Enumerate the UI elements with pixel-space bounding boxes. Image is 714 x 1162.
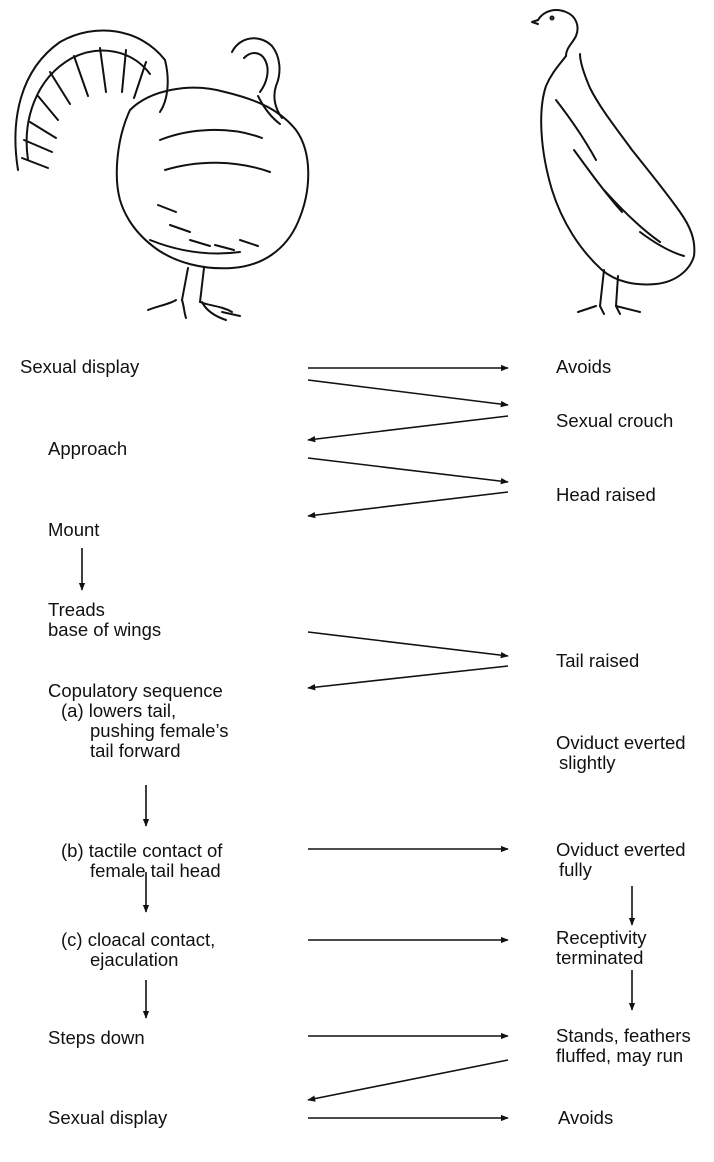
female-stands-line2: fluffed, may run — [556, 1045, 683, 1066]
male-mount: Mount — [48, 519, 99, 540]
female-avoids: Avoids — [556, 356, 611, 377]
male-sexual-display-end: Sexual display — [48, 1107, 167, 1128]
male-steps-down: Steps down — [48, 1027, 145, 1048]
arrow-head-to-mount — [308, 492, 508, 516]
male-step-b-line2: female tail head — [90, 860, 221, 881]
male-step-a-line3: tail forward — [90, 740, 180, 761]
female-receptivity-line1: Receptivity — [556, 927, 646, 948]
male-sexual-display: Sexual display — [20, 356, 139, 377]
male-copulatory-sequence: Copulatory sequence — [48, 680, 223, 701]
female-oviduct-slightly-line2: slightly — [559, 752, 616, 773]
arrow-crouch-to-approach — [308, 416, 508, 440]
male-step-b-line1: (b) tactile contact of — [61, 840, 222, 861]
male-treads-line2: base of wings — [48, 619, 161, 640]
female-receptivity-line2: terminated — [556, 947, 643, 968]
female-oviduct-fully-line1: Oviduct everted — [556, 839, 686, 860]
female-tail-raised: Tail raised — [556, 650, 639, 671]
male-step-a-line1: (a) lowers tail, — [61, 700, 176, 721]
male-step-c-line2: ejaculation — [90, 949, 178, 970]
male-step-c-line1: (c) cloacal contact, — [61, 929, 215, 950]
female-avoids-end: Avoids — [558, 1107, 613, 1128]
male-treads-line1: Treads — [48, 599, 105, 620]
female-sexual-crouch: Sexual crouch — [556, 410, 673, 431]
arrow-stands-to-display — [308, 1060, 508, 1100]
arrow-display-to-crouch — [308, 380, 508, 405]
arrow-approach-to-head — [308, 458, 508, 482]
female-oviduct-slightly-line1: Oviduct everted — [556, 732, 686, 753]
arrow-treads-to-tail — [308, 632, 508, 656]
male-step-a-line2: pushing female’s — [90, 720, 229, 741]
female-stands-line1: Stands, feathers — [556, 1025, 691, 1046]
male-approach: Approach — [48, 438, 127, 459]
female-head-raised: Head raised — [556, 484, 656, 505]
arrow-tail-to-copulatory — [308, 666, 508, 688]
female-oviduct-fully-line2: fully — [559, 859, 592, 880]
